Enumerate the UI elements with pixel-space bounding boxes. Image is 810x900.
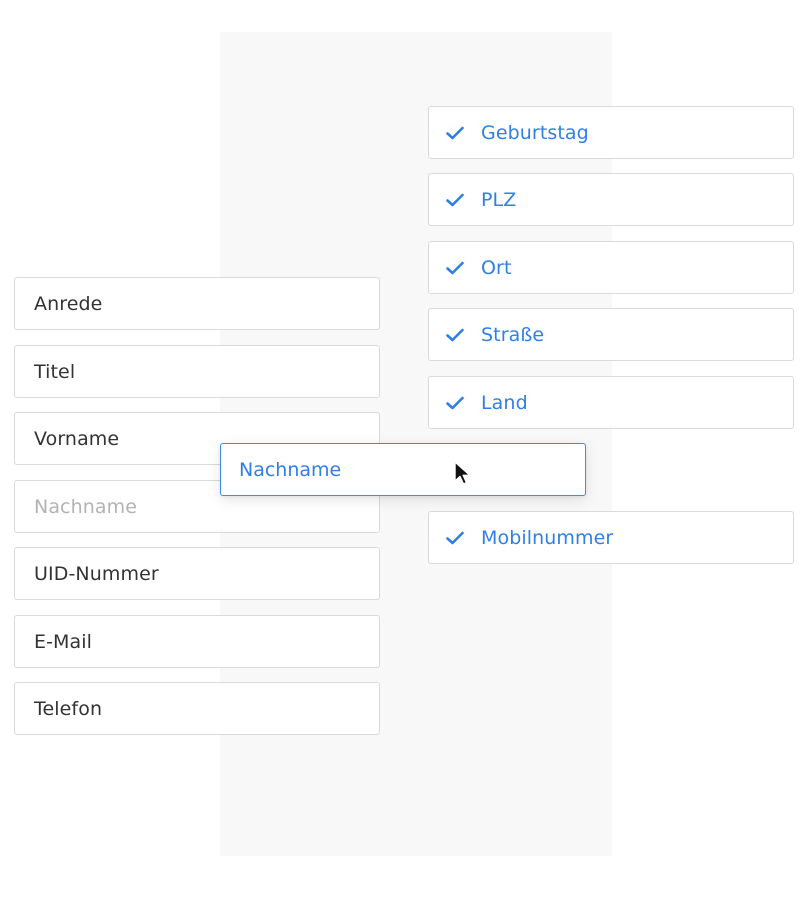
field-label: Ort — [481, 256, 512, 279]
source-field-email[interactable]: E-Mail — [14, 615, 380, 668]
field-label: Telefon — [34, 697, 103, 720]
check-icon — [445, 190, 465, 210]
dragging-field-nachname[interactable]: Nachname — [220, 443, 586, 496]
source-field-titel[interactable]: Titel — [14, 345, 380, 398]
check-icon — [445, 325, 465, 345]
field-label: E-Mail — [34, 630, 93, 653]
selected-field-geburtstag[interactable]: Geburtstag — [428, 106, 794, 159]
field-label: Nachname — [239, 458, 342, 481]
field-label: Land — [481, 391, 528, 414]
check-icon — [445, 258, 465, 278]
field-label: Straße — [481, 323, 545, 346]
field-label: Vorname — [34, 427, 120, 450]
field-label: Anrede — [34, 292, 103, 315]
selected-field-plz[interactable]: PLZ — [428, 173, 794, 226]
check-icon — [445, 393, 465, 413]
source-field-uid-nummer[interactable]: UID-Nummer — [14, 547, 380, 600]
source-field-anrede[interactable]: Anrede — [14, 277, 380, 330]
mouse-pointer-icon — [453, 461, 477, 489]
field-label: Mobilnummer — [481, 526, 614, 549]
check-icon — [445, 123, 465, 143]
check-icon — [445, 528, 465, 548]
selected-field-ort[interactable]: Ort — [428, 241, 794, 294]
field-label: Titel — [34, 360, 76, 383]
field-label: PLZ — [481, 188, 517, 211]
selected-field-mobilnummer[interactable]: Mobilnummer — [428, 511, 794, 564]
source-field-telefon[interactable]: Telefon — [14, 682, 380, 735]
selected-field-strasse[interactable]: Straße — [428, 308, 794, 361]
field-label: Nachname — [34, 495, 138, 518]
field-label: Geburtstag — [481, 121, 589, 144]
field-label: UID-Nummer — [34, 562, 159, 585]
selected-field-land[interactable]: Land — [428, 376, 794, 429]
